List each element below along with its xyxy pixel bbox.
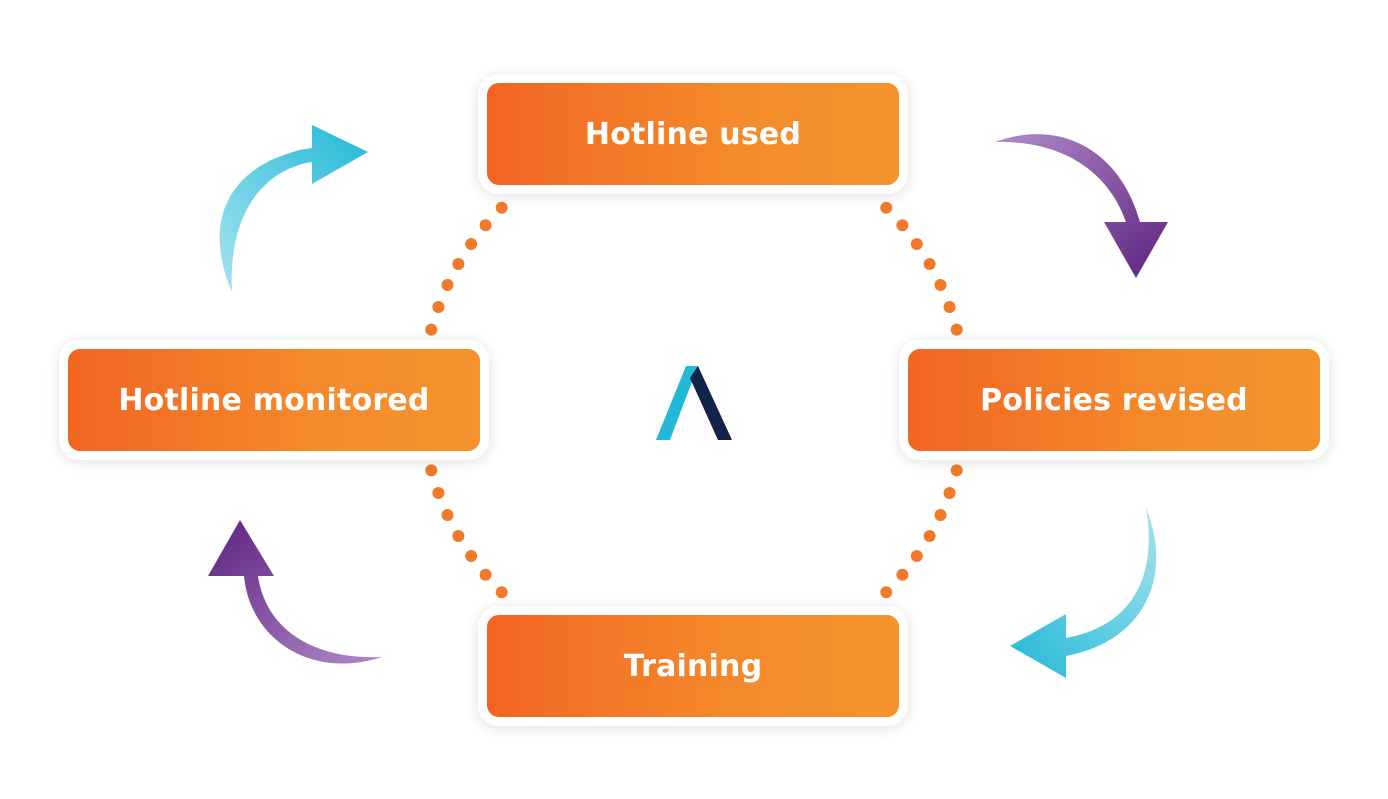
connector-dot — [495, 201, 508, 214]
connector-dot — [923, 530, 936, 542]
connector-dot — [432, 301, 445, 313]
connector-dot — [950, 464, 963, 477]
node-label: Training — [623, 648, 763, 684]
connector-dot — [943, 487, 956, 499]
connector-dot — [465, 238, 478, 250]
connector-dot — [495, 586, 508, 599]
connector-dot — [880, 201, 893, 214]
connector-dot — [441, 279, 454, 291]
node-training-frame: Training — [478, 606, 908, 726]
node-hotline-monitored: Hotline monitored — [68, 349, 480, 451]
node-label: Hotline used — [584, 116, 802, 152]
node-hotline-used: Hotline used — [487, 83, 899, 185]
node-label: Hotline monitored — [118, 382, 430, 418]
connector-dot — [934, 279, 947, 291]
connector-dot — [923, 258, 936, 270]
node-hotline-used-frame: Hotline used — [478, 74, 908, 194]
connector-dot — [910, 238, 923, 250]
connector-dot — [425, 323, 438, 336]
brand-logo-icon — [656, 366, 732, 440]
connector-dot — [910, 550, 923, 562]
connector-dot — [896, 568, 909, 581]
node-label: Policies revised — [980, 382, 1248, 418]
connector-dot — [452, 530, 465, 542]
connector-dot — [479, 568, 492, 581]
connector-dot — [479, 219, 492, 232]
connector-dot — [465, 550, 478, 562]
node-training: Training — [487, 615, 899, 717]
connector-dot — [452, 258, 465, 270]
connector-dot — [896, 219, 909, 232]
node-policies-revised-frame: Policies revised — [899, 340, 1329, 460]
connector-dot — [425, 464, 438, 477]
node-policies-revised: Policies revised — [908, 349, 1320, 451]
connector-dot — [950, 323, 963, 336]
connector-dot — [880, 586, 893, 599]
connector-dot — [441, 509, 454, 521]
connector-dot — [943, 301, 956, 313]
connector-dot — [432, 487, 445, 499]
node-hotline-monitored-frame: Hotline monitored — [59, 340, 489, 460]
connector-dot — [934, 509, 947, 521]
